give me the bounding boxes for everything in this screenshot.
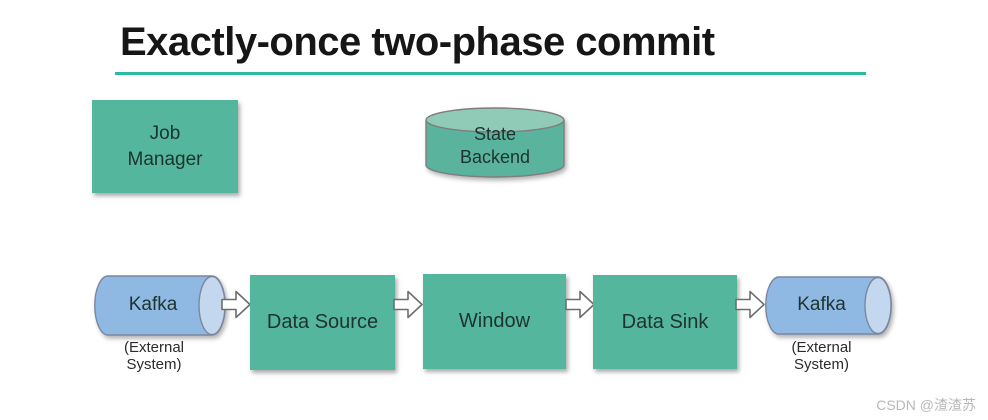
job-manager-label-line1: Job	[149, 123, 181, 145]
kafka-left-label: Kafka	[128, 294, 178, 316]
data-source-label: Data Source	[266, 311, 379, 334]
watermark: CSDN @渣渣苏	[876, 397, 976, 413]
flow-arrow-icon	[735, 290, 765, 319]
kafka-right-external-line1: (External	[791, 339, 852, 356]
flow-arrow-icon	[221, 290, 251, 319]
window-label: Window	[458, 310, 531, 333]
flow-arrow-icon	[393, 290, 423, 319]
node-state-backend: State Backend	[424, 107, 566, 179]
kafka-left-external-line1: (External	[123, 339, 185, 356]
title-underline	[115, 72, 866, 75]
state-backend-label: State Backend	[424, 115, 566, 177]
kafka-left-external-label: (External System)	[94, 339, 214, 373]
page-title: Exactly-once two-phase commit	[120, 20, 715, 64]
data-sink-label: Data Sink	[621, 310, 709, 333]
kafka-right-external-line2: System)	[793, 356, 849, 373]
kafka-right-label: Kafka	[797, 294, 846, 316]
node-window: Window	[423, 274, 566, 369]
state-backend-label-line1: State	[473, 123, 517, 144]
kafka-cylinder-icon	[765, 276, 892, 335]
kafka-right-external-label: (External System)	[765, 339, 878, 373]
kafka-cylinder-icon	[94, 275, 226, 336]
node-kafka-left: Kafka	[94, 275, 227, 336]
database-cylinder-icon	[425, 107, 565, 178]
flow-arrow-icon	[565, 290, 595, 319]
node-data-source: Data Source	[250, 275, 395, 370]
state-backend-label-line2: Backend	[459, 147, 531, 167]
node-kafka-right: Kafka	[765, 276, 892, 335]
node-job-manager: Job Manager	[92, 100, 238, 193]
kafka-left-external-line2: System)	[126, 356, 182, 373]
job-manager-label-line2: Manager	[127, 148, 203, 170]
node-data-sink: Data Sink	[593, 275, 737, 369]
